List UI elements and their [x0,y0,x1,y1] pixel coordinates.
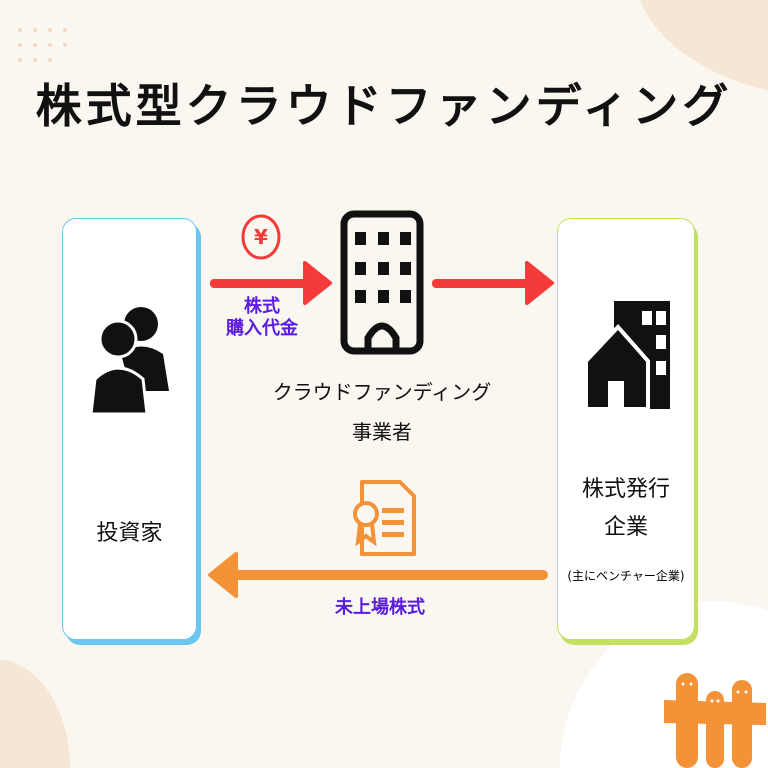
certificate-icon [353,480,416,556]
company-label-2: 企業 [603,515,648,540]
payment-arrow-1 [210,261,332,305]
payment-label-2: 購入代金 [226,318,298,339]
investor-label: 投資家 [96,521,163,546]
mascot-fence-icon [664,673,766,768]
investor-card: 投資家 [62,218,197,640]
company-note: (主にベンチャー企業) [567,569,685,583]
shares-arrow [208,552,548,598]
payment-arrow-2 [432,261,554,305]
people-icon [91,307,169,414]
house-building-icon [586,301,670,409]
office-building-icon [340,210,424,355]
platform-label: クラウドファンディング [272,380,492,404]
company-card: 株式発行 企業 (主にベンチャー企業) [557,218,695,640]
payment-label: 株式 [244,296,280,317]
shares-label: 未上場株式 [335,597,425,618]
svg-text:¥: ¥ [254,225,268,249]
platform-label-2: 事業者 [352,420,412,444]
yen-coin-icon: ¥ [241,214,281,260]
page-title: 株式型クラウドファンディング [35,79,733,133]
company-label: 株式発行 [581,477,670,502]
